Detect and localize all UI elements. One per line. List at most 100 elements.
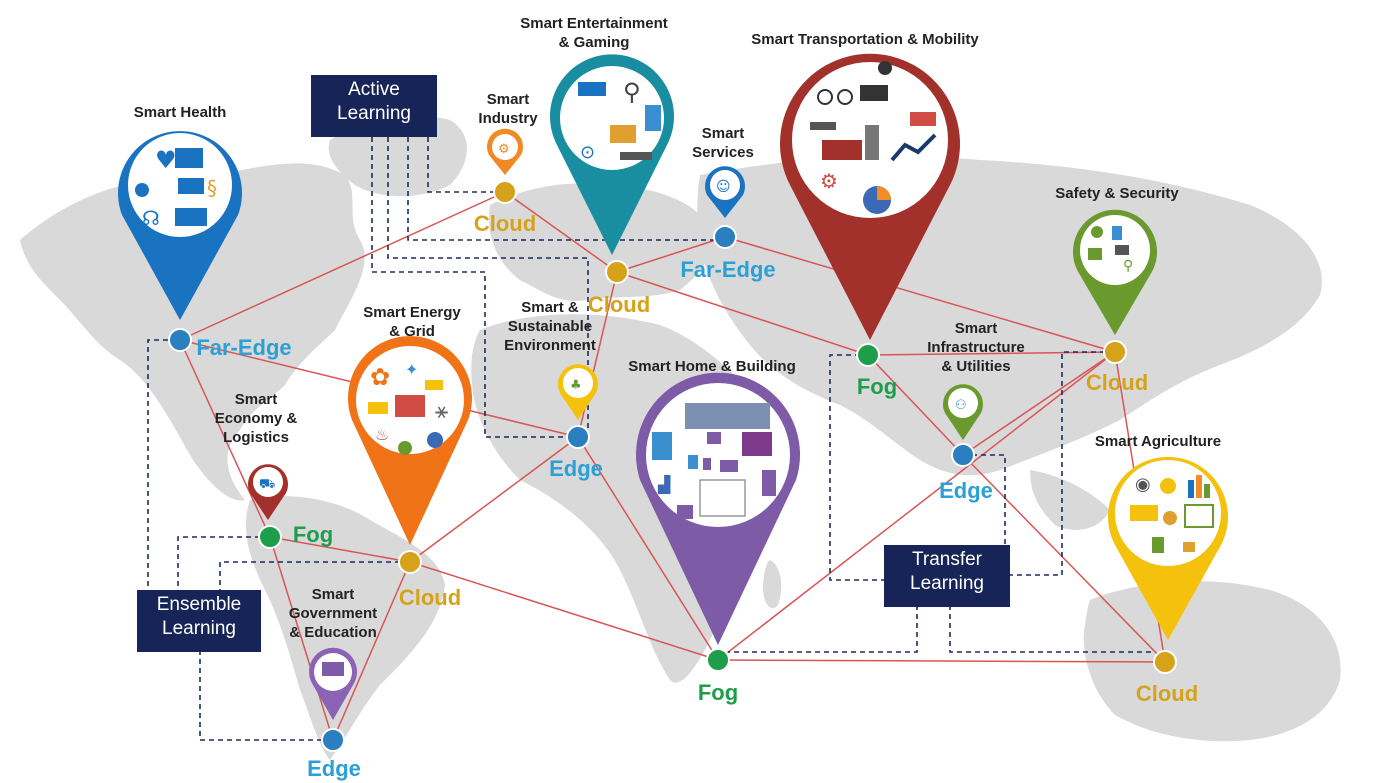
infrastructure-label-line2: Infrastructure [927, 339, 1025, 356]
cloud-node-icon [493, 180, 517, 204]
network-links [179, 191, 1166, 741]
dashboard-icon [1184, 504, 1214, 528]
ambulance-icon [910, 112, 936, 126]
north-america-landmass [20, 163, 365, 501]
shield-icon [1088, 248, 1102, 260]
dashed-link [199, 650, 323, 741]
pins: ♥ § ☊ ⚲ ⊙ [117, 53, 1228, 720]
dashed-link [829, 354, 885, 581]
car-icon [860, 85, 888, 101]
services-label-line1: Smart [701, 125, 745, 142]
pin-inner [492, 134, 518, 160]
lock-icon [1091, 226, 1103, 238]
fog-node-icon [706, 648, 730, 672]
dashed-link [1010, 351, 1105, 576]
link [504, 191, 618, 273]
truck-icon: ⛟ [259, 477, 275, 492]
floorplan-icon [699, 479, 746, 517]
farmer-icon [1152, 537, 1164, 553]
camera-icon [707, 432, 721, 444]
building-icon [685, 403, 770, 429]
industry-label-line2: Industry [478, 110, 538, 127]
environment-label-line1: Smart & [521, 299, 579, 316]
motorbike-icon: ⚙ [820, 169, 838, 193]
environment-label: Smart & Sustainable Environment [504, 298, 596, 355]
camera-icon [1115, 245, 1129, 255]
tablet-icon [645, 105, 661, 131]
parking-icon [878, 61, 892, 75]
monitor-icon [178, 178, 204, 194]
cloud-node-label: Cloud [587, 292, 651, 317]
pie-icon [427, 432, 443, 448]
link [269, 536, 411, 563]
fog-node-label: Fog [856, 374, 898, 399]
cloud-node-label: Cloud [398, 585, 462, 610]
dashed-link [949, 605, 1155, 653]
edge-node-label: Edge [549, 456, 603, 481]
pin-infrastructure: ⚇ [943, 384, 983, 440]
industry-label-line1: Smart [486, 91, 530, 108]
cloud-node-label: Cloud [1135, 681, 1199, 706]
dashed-link [972, 454, 1006, 545]
screen-icon [720, 460, 738, 472]
pin-inner [563, 368, 593, 398]
pin-energy: ✿ ✦ ⚹ ♨ [348, 336, 472, 545]
dashed-link [728, 605, 918, 653]
fog-node-icon [856, 343, 880, 367]
environment-label-line3: Environment [504, 337, 596, 354]
edge-node-icon [951, 443, 975, 467]
building-icon [175, 208, 207, 226]
sensor-icon [688, 455, 698, 469]
active-learning-line2: Learning [337, 103, 411, 124]
plug-icon: ♨ [375, 425, 389, 444]
home-label: Smart Home & Building [628, 358, 796, 375]
bicycle-icon [817, 89, 833, 105]
person-icon [1112, 226, 1122, 240]
fog-node-label: Fog [697, 680, 739, 705]
bicycle-icon [837, 89, 853, 105]
washer-icon [677, 505, 693, 519]
tower-icon: ⚲ [623, 78, 641, 106]
dashed-link [219, 561, 400, 592]
economy-label-line2: Economy & [214, 410, 298, 427]
crate-icon [1183, 542, 1195, 552]
dashed-link [387, 137, 589, 430]
transportation-label: Smart Transportation & Mobility [751, 31, 979, 48]
leaf-icon: ♣ [570, 378, 582, 393]
edge-node-label: Edge [307, 756, 361, 781]
satellite-icon [425, 380, 443, 390]
ensemble-learning-box: Ensemble Learning [137, 590, 261, 652]
pin-agriculture: ◉ [1108, 456, 1228, 640]
dashed-link [147, 339, 168, 592]
edge-node-icon [321, 728, 345, 752]
pin-inner [710, 170, 740, 200]
cloud-node-icon [1103, 340, 1127, 364]
bar-chart-icon [1196, 475, 1202, 498]
phone-icon [742, 432, 772, 456]
wind-turbine-icon: ⚹ [435, 399, 448, 424]
pin-entertainment: ⚲ ⊙ [550, 54, 674, 255]
helicopter-icon [810, 122, 836, 130]
cloud-node-label: Cloud [1085, 370, 1149, 395]
active-learning-line1: Active [348, 79, 400, 100]
transfer-learning-line1: Transfer [911, 549, 983, 570]
government-label-line3: & Education [289, 624, 377, 641]
southeast-asia-landmass [1030, 470, 1110, 530]
heart-icon: ♥ [155, 146, 177, 174]
bulb-icon: ✦ [405, 360, 418, 379]
entertainment-label-line1: Smart Entertainment [520, 15, 668, 32]
infrastructure-label: Smart Infrastructure & Utilities [927, 319, 1025, 376]
link [717, 351, 1116, 661]
government-label: Smart Government & Education [289, 585, 377, 642]
plant-icon [395, 395, 425, 417]
edge-node-icon [566, 425, 590, 449]
fog-node-label: Fog [292, 522, 334, 547]
japan-landmass [1245, 300, 1267, 347]
pin-home: ▟ [635, 372, 800, 645]
pin-government [309, 647, 357, 720]
active-learning-box: Active Learning [311, 75, 437, 137]
link [179, 339, 271, 538]
chart-icon: ▟ [657, 475, 671, 494]
